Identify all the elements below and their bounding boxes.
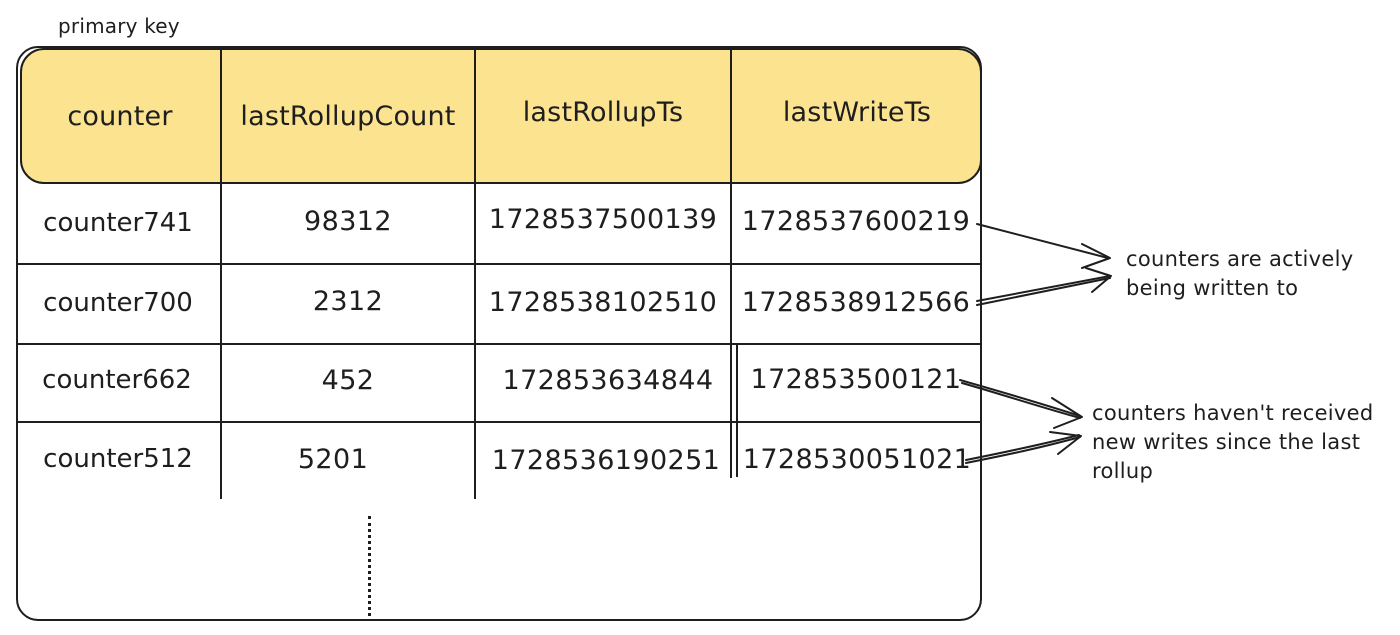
cell-last-write-ts-row-4: 1728530051021 [742, 443, 972, 475]
cell-last-rollup-count-row-4: 5201 [297, 443, 369, 475]
arrow-stale-top-second-stroke [961, 382, 1081, 419]
column-divider-3-second-stroke [736, 344, 738, 477]
header-last-write-ts: lastWriteTs [782, 96, 932, 128]
annotation-stale-line-1: counters haven't received [1092, 401, 1374, 425]
arrow-stale-bottom-second-stroke [965, 436, 1081, 464]
arrow-stale-bottom [965, 434, 1080, 461]
cell-last-write-ts-row-3: 172853500121 [750, 363, 962, 395]
row-divider-3 [16, 421, 980, 423]
column-divider-1 [220, 48, 222, 499]
cell-counter-row-3: counter662 [42, 365, 192, 395]
table-outline [16, 46, 982, 621]
cell-last-rollup-count-row-3: 452 [321, 364, 375, 396]
arrowhead-active-bottom [1085, 267, 1112, 293]
cell-counter-row-2: counter700 [43, 288, 193, 318]
arrowhead-active-top [1081, 243, 1111, 269]
cell-last-rollup-count-row-1: 98312 [304, 205, 392, 237]
cell-last-rollup-count-row-2: 2312 [312, 285, 384, 317]
annotation-active-line-1: counters are actively [1126, 247, 1354, 271]
header-last-rollup-ts: lastRollupTs [522, 96, 684, 128]
header-last-rollup-count: lastRollupCount [240, 100, 456, 132]
more-rows-ellipsis [368, 516, 371, 616]
cell-last-rollup-ts-row-1: 1728537500139 [488, 203, 718, 235]
annotation-stale-writes: counters haven't received new writes sin… [1092, 399, 1374, 486]
cell-last-rollup-ts-row-4: 1728536190251 [491, 444, 721, 476]
annotation-stale-line-2: new writes since the last [1092, 430, 1361, 454]
column-divider-2 [474, 48, 476, 499]
arrow-stale-top [959, 379, 1081, 417]
arrow-active-bottom [976, 275, 1111, 302]
row-divider-2 [16, 343, 980, 345]
arrowhead-stale-bottom [1049, 431, 1082, 455]
arrow-active-top [976, 223, 1109, 259]
arrow-active-bottom-second-stroke [976, 277, 1111, 306]
arrowhead-stale-top [1051, 397, 1083, 429]
cell-last-rollup-ts-row-2: 1728538102510 [488, 286, 718, 318]
annotation-stale-line-3: rollup [1092, 459, 1154, 483]
cell-last-rollup-ts-row-3: 172853634844 [502, 364, 714, 396]
cell-last-write-ts-row-2: 1728538912566 [741, 286, 971, 318]
cell-last-write-ts-row-1: 1728537600219 [741, 205, 971, 237]
table-header-band [20, 48, 982, 184]
header-counter: counter [67, 100, 173, 132]
annotation-active-writes: counters are actively being written to [1126, 245, 1353, 303]
row-divider-1 [16, 263, 980, 265]
cell-counter-row-4: counter512 [43, 444, 193, 474]
annotation-active-line-2: being written to [1126, 276, 1299, 300]
primary-key-label: primary key [58, 14, 180, 38]
cell-counter-row-1: counter741 [43, 208, 193, 238]
